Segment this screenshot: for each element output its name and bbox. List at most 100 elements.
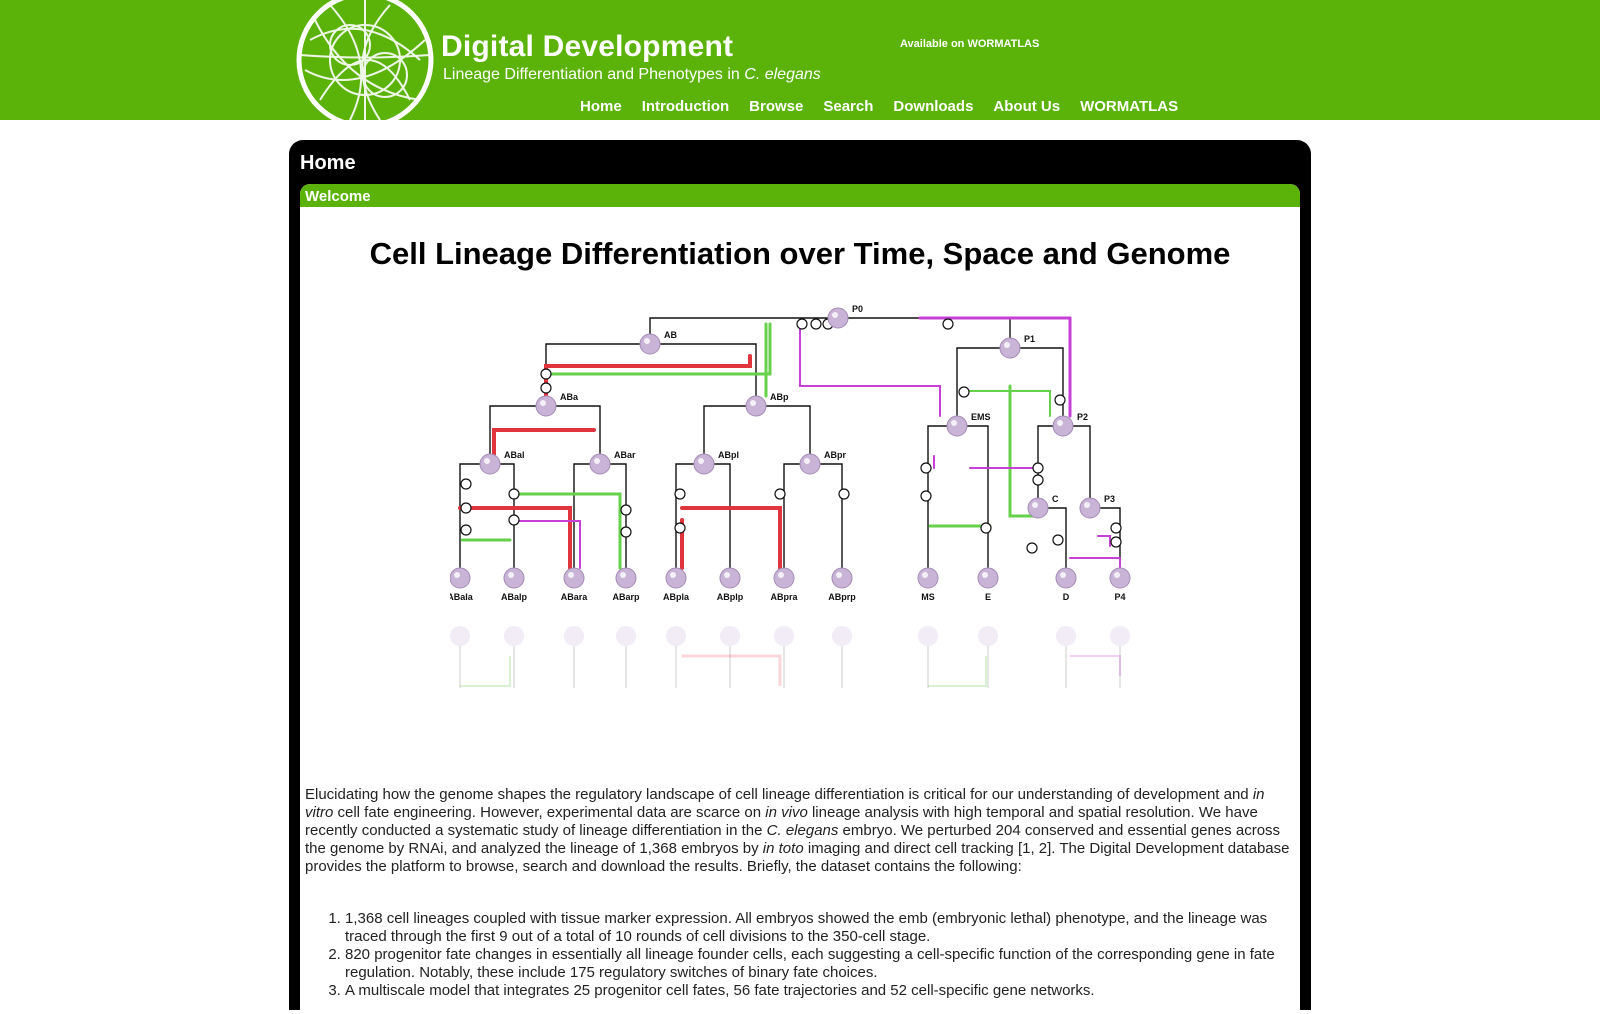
cell-node-highlight [1032,502,1038,508]
subtitle-species: C. elegans [744,66,821,83]
intro-text-5: imaging and direct cell tracking [1, 2].… [305,840,1290,875]
intro-text-4: embryo. We perturbed 204 conserved and e… [305,822,1281,857]
cell-node [719,567,741,589]
junction-node [460,524,472,536]
cell-node-highlight [484,458,490,464]
cell-label: ABal [504,450,525,460]
cell-node-highlight [1114,572,1120,578]
regulatory-arrow [458,506,572,570]
intro-text-2: cell fate engineering. However, experime… [333,804,766,821]
intro-text-1: Elucidating how the genome shapes the re… [305,786,1253,803]
junction-node [810,318,822,330]
nav-browse[interactable]: Browse [749,98,804,115]
cell-node [827,307,849,329]
cell-label: C [1052,494,1059,504]
cell-node-highlight [982,572,988,578]
junction-node [508,514,520,526]
cell-node-highlight [1060,572,1066,578]
lineage-edge [650,343,757,396]
junction-node [980,522,992,534]
cell-node-highlight [454,572,460,578]
regulatory-arrow [959,390,1051,417]
cell-label: ABpra [770,592,798,602]
cell-node-highlight [724,572,730,578]
list-item: A multiscale model that integrates 25 pr… [345,982,1295,1000]
intro-em-in-toto: in toto [762,840,804,857]
cell-node [1027,497,1049,519]
cell-node [535,395,557,417]
cell-label: ABarp [612,592,640,602]
lineage-edge [546,405,601,454]
intro-paragraph: Elucidating how the genome shapes the re… [305,786,1295,876]
junction-node [508,488,520,500]
cell-label: ABalp [501,592,528,602]
cell-node-highlight [951,420,957,426]
cell-node-reflection [774,626,794,646]
nav-downloads[interactable]: Downloads [893,98,974,115]
junction-node [620,526,632,538]
regulatory-arrow [544,322,772,376]
junction-node [1052,534,1064,546]
nav-introduction[interactable]: Introduction [641,98,730,115]
junction-node [942,318,954,330]
regulatory-arrow [492,428,596,456]
nav-search[interactable]: Search [823,98,874,115]
nav-about-us[interactable]: About Us [993,98,1061,115]
content-inner: Welcome Cell Lineage Differentiation ove… [300,184,1300,1014]
intro-em-species: C. elegans [766,822,839,839]
cell-label: MS [921,592,935,602]
cell-node-highlight [670,572,676,578]
reflection-arrow [928,656,987,687]
regulatory-arrow [513,520,581,569]
regulatory-arrow [1097,535,1111,547]
cell-label: P1 [1024,334,1035,344]
site-logo[interactable] [290,0,442,120]
cell-node [773,567,795,589]
cell-node-reflection [616,626,636,646]
cell-node [831,567,853,589]
cell-label: P0 [852,304,863,314]
lineage-edge [545,343,650,396]
site-title: Digital Development [441,30,734,63]
cell-node-reflection [450,626,470,646]
cell-label: ABpla [663,592,690,602]
regulatory-arrow [1008,384,1036,518]
cell-node-highlight [1057,420,1063,426]
cell-node-highlight [568,572,574,578]
junction-node [1110,536,1122,548]
lineage-edge [957,425,989,568]
cell-node-highlight [1084,502,1090,508]
cell-node [563,567,585,589]
wormatlas-availability-link[interactable]: Available on WORMATLAS [900,38,1040,50]
nav-wormatlas[interactable]: WORMATLAS [1080,98,1179,115]
list-item: 1,368 cell lineages coupled with tissue … [345,910,1295,946]
cell-node [1079,497,1101,519]
lineage-edge [704,463,731,568]
cell-node-reflection [504,626,524,646]
lineage-edge [810,463,843,568]
cell-label: P4 [1114,592,1125,602]
junction-node [674,522,686,534]
cell-label: ABala [450,592,474,602]
lineage-edge [838,317,1011,338]
cell-node [665,567,687,589]
cell-node-highlight [540,400,546,406]
cell-node-highlight [836,572,842,578]
cell-node-reflection [564,626,584,646]
cell-node [589,453,611,475]
cell-node-highlight [804,458,810,464]
cell-node [615,567,637,589]
cell-node [639,333,661,355]
lineage-edge [927,425,957,568]
lineage-edge [783,463,810,568]
main-nav: Home Introduction Browse Search Download… [580,98,1198,115]
cell-node-highlight [778,572,784,578]
cell-label: P3 [1104,494,1115,504]
junction-node [1110,522,1122,534]
nav-home[interactable]: Home [580,98,622,115]
cell-node [799,453,821,475]
page-title: Home [300,152,356,174]
cell-node-highlight [620,572,626,578]
cell-label: ABplp [717,592,744,602]
